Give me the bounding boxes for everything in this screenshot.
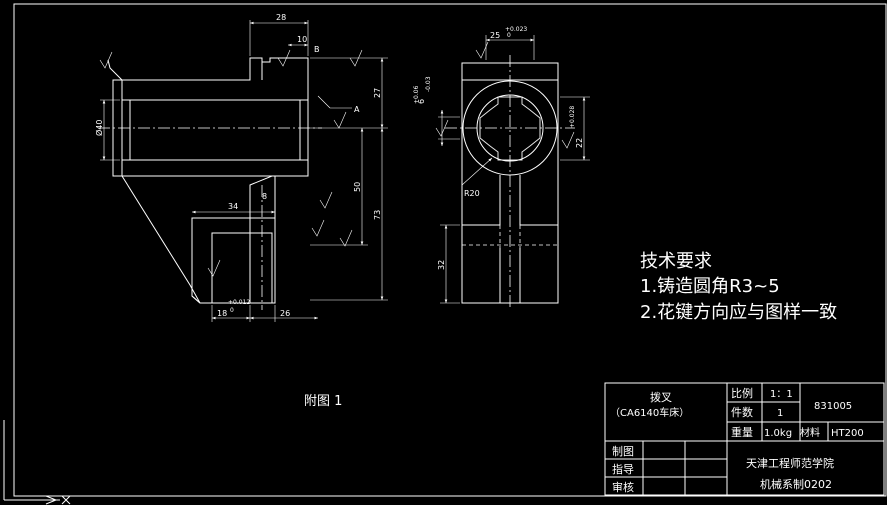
tol-0-a: 0 [230,307,234,314]
side-view [445,55,575,310]
count-value: 1 [777,408,783,419]
scale-value: 1：1 [770,389,793,400]
label-a: A [354,105,360,114]
dim-73: 73 [373,210,382,220]
dim-6: 6 [417,99,426,104]
class-name: 机械系制0202 [760,477,832,491]
review-label: 审核 [612,480,634,494]
guide-label: 指导 [612,462,634,476]
tol-0012: +0.012 [228,299,250,306]
school-name: 天津工程师范学院 [746,456,834,470]
dim-d40: Ø40 [94,120,104,136]
title-block: 拨叉 （CA6140车床） 比例 1：1 件数 1 831005 重量 1.0k… [604,382,885,496]
dim-27: 27 [373,88,382,98]
material-label: 材料 [800,426,820,439]
scale-label: 比例 [731,386,753,400]
dim-r20: R20 [464,189,480,198]
part-name: 拨叉 [650,390,672,404]
front-section-view [98,57,322,310]
dim-50: 50 [353,182,362,192]
front-dimensions: 28 10 27 73 50 34 8 18 +0.012 0 26 Ø40 A… [94,13,388,322]
tol-0-b: 0 [507,32,511,39]
dim-26: 26 [280,309,290,318]
tech-req-item-1: 1.铸造圆角R3~5 [640,276,780,297]
tol-006: +0.06 [413,85,420,104]
figure-caption: 附图 1 [304,394,342,409]
weight-value: 1.0kg [764,428,792,439]
tech-req-item-2: 2.花键方向应与图样一致 [640,302,837,323]
ucs-icon [3,420,71,505]
drawing-frame [13,3,887,497]
dim-10: 10 [297,35,307,44]
dim-28: 28 [276,13,286,22]
dim-25: 25 [490,31,500,40]
drawn-label: 制图 [612,445,634,458]
dim-34: 34 [228,202,238,211]
count-label: 件数 [731,406,753,419]
dim-8: 8 [262,192,267,201]
tol-0023: +0.023 [505,26,527,33]
dim-22: 22 [575,138,584,148]
tol-003: -0.03 [425,76,432,92]
side-dimensions: 25 +0.023 0 6 +0.06 -0.03 22 +0.028 32 R… [413,26,590,304]
label-b: B [314,45,320,54]
weight-label: 重量 [731,425,753,439]
tech-req-title: 技术要求 [640,251,712,272]
dim-18: 18 [217,309,227,318]
dim-32: 32 [437,260,446,270]
part-sub: （CA6140车床） [610,406,689,419]
drawing-number: 831005 [814,401,852,412]
tol-0028: +0.028 [569,106,576,128]
material-value: HT200 [831,428,864,439]
